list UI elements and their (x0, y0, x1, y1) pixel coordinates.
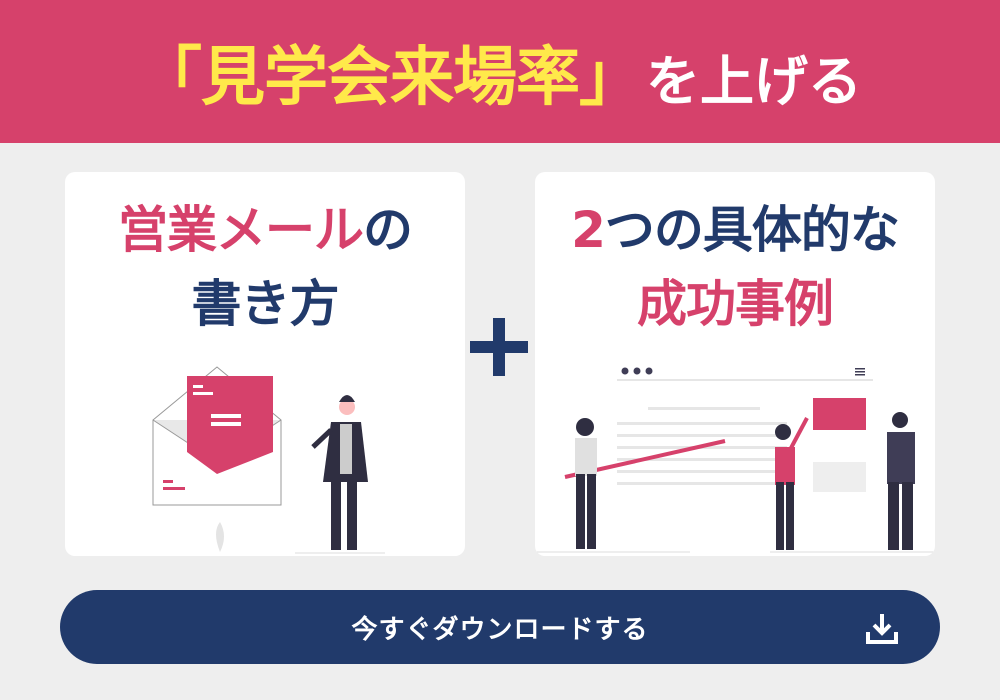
card-title-line2: 書き方 (191, 275, 340, 333)
card-title-line2: 成功事例 (637, 275, 834, 333)
presentation-illustration (535, 367, 935, 553)
card-title-highlight: 2 (571, 201, 606, 259)
download-icon (866, 614, 898, 644)
card-title-highlight: 営業メール (118, 201, 364, 259)
header-banner: 「見学会来場率」 を上げる (0, 0, 1000, 143)
card-title-line1: 営業メールの (65, 190, 465, 262)
card-title-rest: つの具体的な (604, 201, 900, 259)
card-title-rest: の (363, 201, 413, 259)
download-now-button[interactable]: 今すぐダウンロードする (60, 590, 940, 664)
card-sales-email: 営業メールの 書き方 (65, 172, 465, 556)
headline-suffix: を上げる (646, 50, 862, 113)
download-button-label: 今すぐダウンロードする (351, 614, 649, 645)
email-illustration (152, 366, 385, 554)
card-success-cases: 2つの具体的な 成功事例 (535, 172, 935, 556)
card-title-line1: 2つの具体的な (535, 190, 935, 262)
headline-highlight: 「見学会来場率」 (138, 40, 643, 115)
plus-icon (470, 318, 528, 376)
